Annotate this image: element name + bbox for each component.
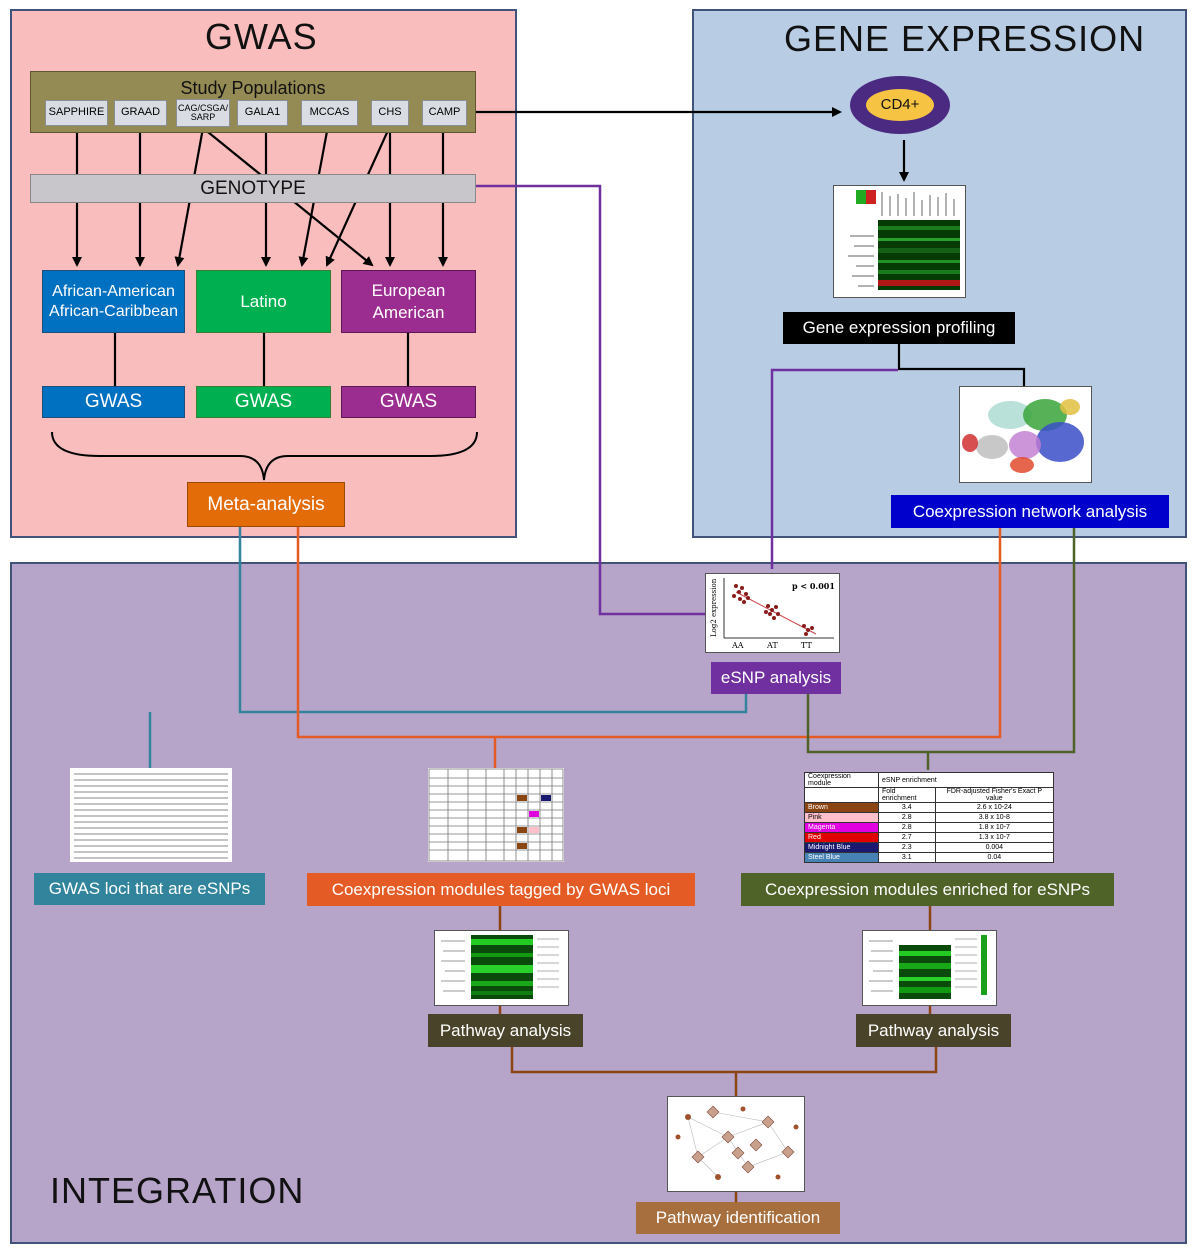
pathway-network-thumbnail (667, 1096, 805, 1192)
gwas-title: GWAS (205, 16, 318, 57)
population-sapphire: SAPPHIRE (45, 100, 108, 126)
fold-midnight-blue: 2.3 (877, 842, 936, 853)
module-brown: Brown (804, 802, 879, 813)
esnp-scatter-thumbnail: Log2 expression p < 0.001 AA AT TT (705, 573, 840, 653)
fold-pink: 2.8 (877, 812, 936, 823)
enrichment-table: Coexpression module eSNP enrichment Fold… (804, 772, 1055, 863)
p-pink: 3.8 x 10-8 (934, 812, 1055, 823)
pathway-heatmap-left-image (441, 935, 559, 999)
genotype-bar: GENOTYPE (30, 174, 476, 203)
group-european-american: European American (341, 270, 476, 333)
pathway-analysis-box-left: Pathway analysis (428, 1014, 583, 1047)
p-midnight-blue: 0.004 (934, 842, 1055, 853)
module-red: Red (804, 832, 879, 843)
population-camp: CAMP (422, 100, 467, 126)
p-red: 1.3 x 10-7 (934, 832, 1055, 843)
gwas-box-african-american: GWAS (42, 386, 185, 418)
tagged-modules-table-thumbnail (428, 768, 564, 862)
esnp-analysis-box: eSNP analysis (711, 662, 841, 694)
p-steel-blue: 0.04 (934, 852, 1055, 863)
col-module: Coexpression module (804, 772, 879, 788)
pathway-identification-box: Pathway identification (636, 1202, 840, 1234)
population-mccas: MCCAS (301, 100, 358, 126)
cd4-cell-icon: CD4+ (850, 76, 950, 134)
network-thumbnail (959, 386, 1092, 483)
study-populations-bar: Study Populations SAPPHIRE GRAAD CAG/CSG… (30, 71, 476, 133)
tagged-modules-table-image (428, 768, 564, 862)
genotype-at: AT (766, 641, 778, 650)
module-midnight-blue: Midnight Blue (804, 842, 879, 853)
population-graad: GRAAD (114, 100, 167, 126)
integration-title: INTEGRATION (50, 1170, 305, 1211)
module-pink: Pink (804, 812, 879, 823)
pathway-analysis-box-right: Pathway analysis (856, 1014, 1011, 1047)
fold-brown: 3.4 (877, 802, 936, 813)
pathway-network-image (675, 1105, 799, 1180)
esnp-pvalue: p < 0.001 (792, 581, 835, 591)
population-gala1: GALA1 (237, 100, 288, 126)
gwas-loci-esnps-box: GWAS loci that are eSNPs (34, 873, 265, 905)
col-pvalue: FDR-adjusted Fisher's Exact P value (934, 787, 1055, 803)
meta-analysis-box: Meta-analysis (187, 482, 345, 527)
fold-red: 2.7 (877, 832, 936, 843)
pathway-heatmap-left (434, 930, 569, 1006)
genotype-tt: TT (801, 641, 812, 650)
heatmap-thumbnail (833, 185, 966, 298)
pathway-heatmap-right-image (869, 935, 987, 999)
study-populations-label: Study Populations (180, 78, 326, 98)
p-magenta: 1.8 x 10-7 (934, 822, 1055, 833)
pathway-heatmap-right (862, 930, 997, 1006)
gwas-loci-table-thumbnail (70, 768, 232, 862)
gwas-box-latino: GWAS (196, 386, 331, 418)
coexpression-network-analysis-box: Coexpression network analysis (891, 495, 1169, 528)
tagged-modules-box: Coexpression modules tagged by GWAS loci (307, 873, 695, 906)
gwas-box-european-american: GWAS (341, 386, 476, 418)
network-image (962, 399, 1084, 473)
heatmap-image (848, 190, 960, 290)
group-latino: Latino (196, 270, 331, 333)
cd4-label: CD4+ (866, 89, 934, 121)
enriched-modules-box: Coexpression modules enriched for eSNPs (741, 873, 1114, 906)
module-steel-blue: Steel Blue (804, 852, 879, 863)
p-brown: 2.6 x 10-24 (934, 802, 1055, 813)
gene-expression-title: GENE EXPRESSION (784, 18, 1146, 59)
col-fold: Fold enrichment (877, 787, 936, 803)
fold-steel-blue: 3.1 (877, 852, 936, 863)
esnp-scatter-plot: Log2 expression p < 0.001 AA AT TT (710, 578, 835, 650)
genotype-aa: AA (731, 641, 744, 650)
group-african-american: African-American African-Caribbean (42, 270, 185, 333)
population-chs: CHS (371, 100, 409, 126)
gwas-loci-table-image (74, 773, 228, 859)
population-cag-csga-sarp: CAG/CSGA/ SARP (176, 99, 230, 127)
esnp-ylabel: Log2 expression (710, 578, 718, 637)
col-enrichment: eSNP enrichment (877, 772, 1055, 788)
module-magenta: Magenta (804, 822, 879, 833)
gene-expression-profiling-box: Gene expression profiling (783, 312, 1015, 344)
fold-magenta: 2.8 (877, 822, 936, 833)
